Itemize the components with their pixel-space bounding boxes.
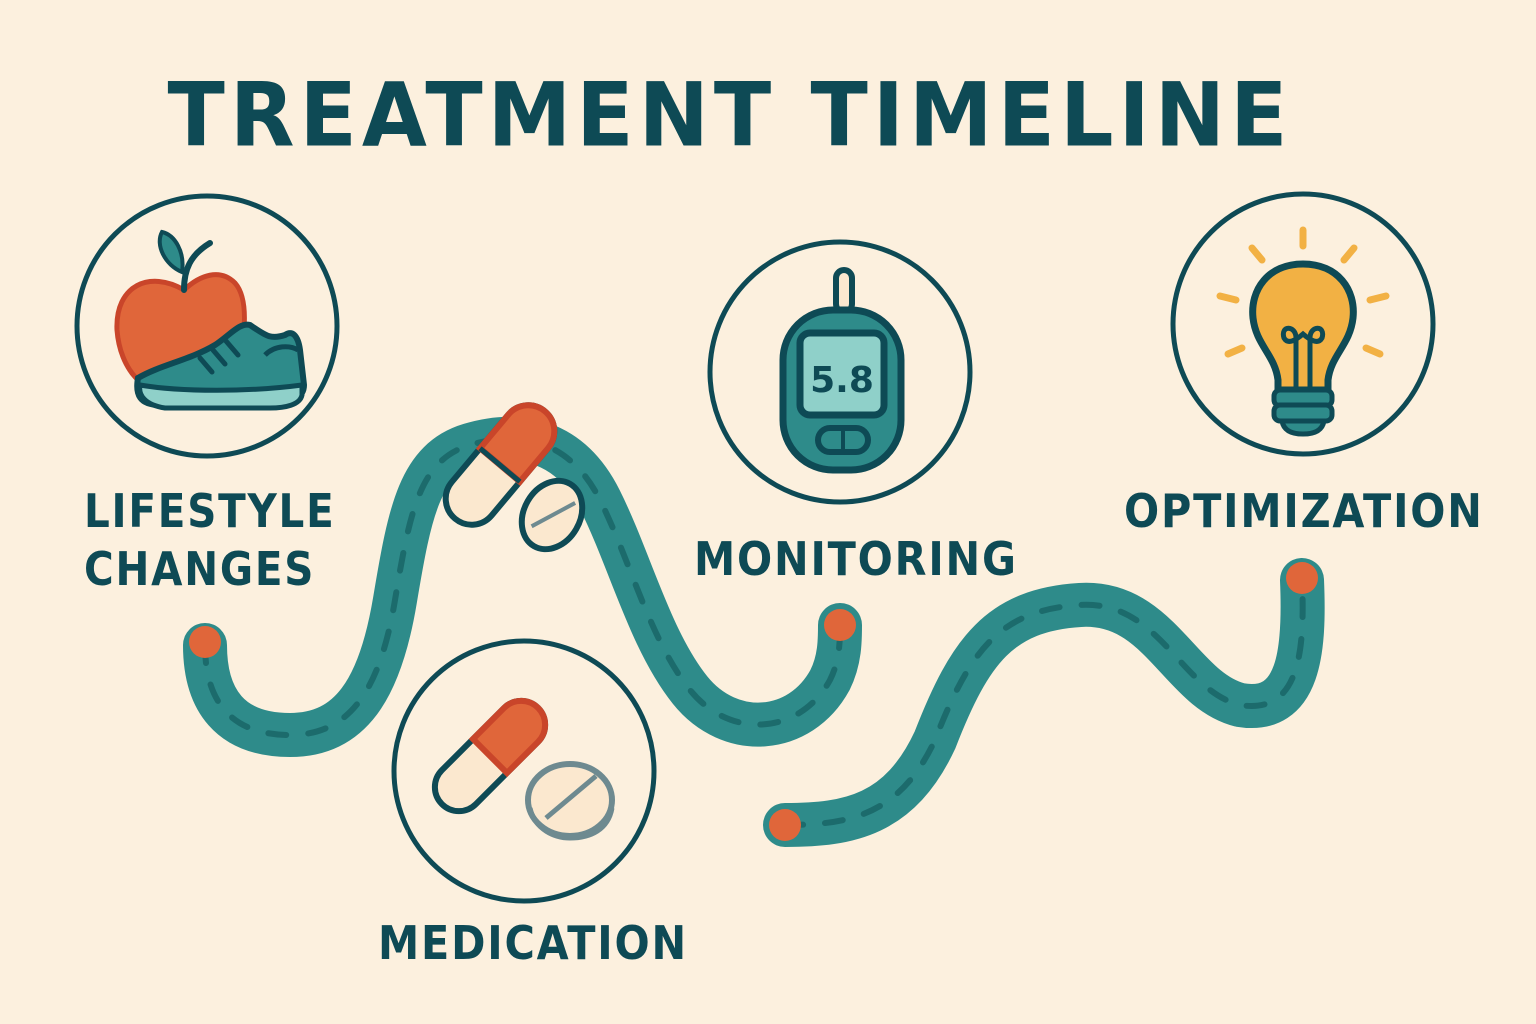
tablet-on-path-icon — [518, 477, 586, 553]
timeline-node-segment-2-start — [769, 809, 801, 841]
stage-label-line-2: CHANGES — [84, 542, 316, 596]
stage-label-monitoring: MONITORING — [694, 532, 1018, 586]
glucose-meter-icon: 5.8 — [779, 267, 905, 474]
sneaker-icon — [134, 321, 308, 411]
medication-icon-circle — [391, 638, 657, 904]
page-title: TREATMENT TIMELINE — [167, 63, 1293, 167]
lightbulb-icon — [1216, 226, 1390, 437]
optimization-icon-circle — [1170, 191, 1436, 457]
timeline-path-segment-2 — [763, 558, 1325, 847]
timeline-node-start — [189, 626, 221, 658]
stage-label-medication: MEDICATION — [378, 916, 688, 970]
stage-label-lifestyle-changes: LIFESTYLE CHANGES — [84, 482, 336, 598]
lifestyle-icon-circle — [74, 193, 340, 459]
meter-reading: 5.8 — [810, 360, 874, 401]
timeline-node-optimization — [1286, 562, 1318, 594]
stage-label-optimization: OPTIMIZATION — [1124, 484, 1484, 538]
capsule-icon — [431, 697, 549, 815]
timeline-node-monitoring — [824, 609, 856, 641]
monitoring-icon-circle: 5.8 — [707, 239, 973, 505]
tablet-icon — [525, 761, 615, 841]
capsule-on-path-icon — [442, 402, 558, 528]
stage-label-line-1: LIFESTYLE — [84, 484, 336, 538]
